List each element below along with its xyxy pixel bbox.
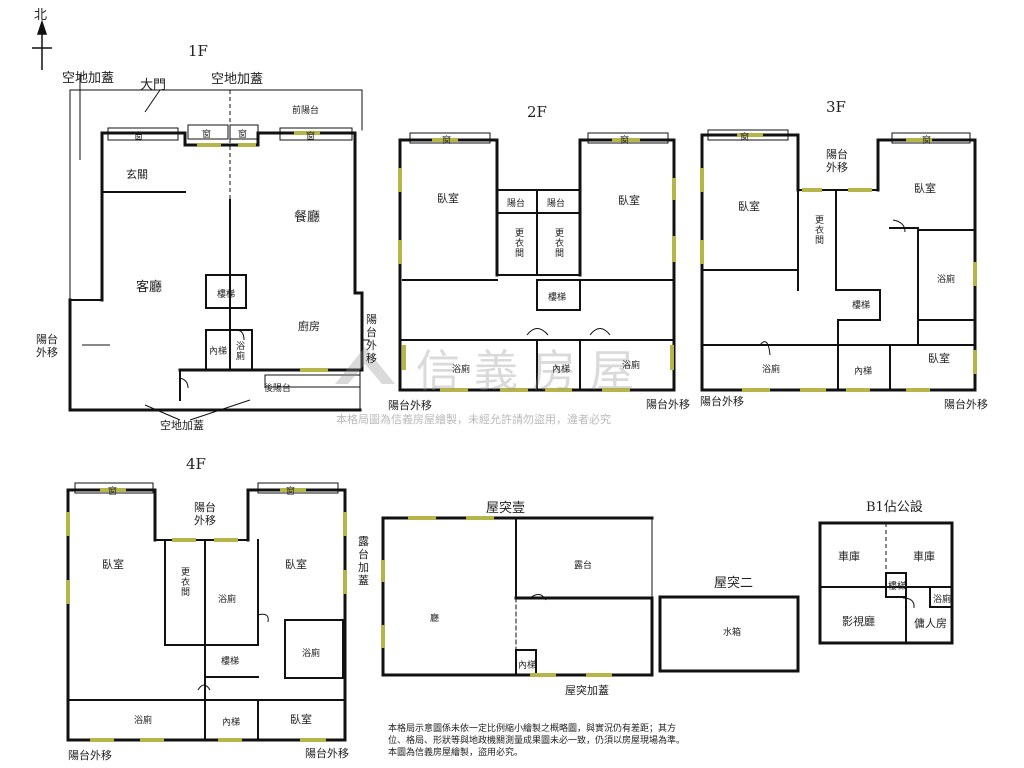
f3-bath-bottom: 浴廁 bbox=[762, 365, 781, 375]
f2-balcony-right: 陽台 bbox=[547, 199, 566, 209]
floor-title-1f: 1F bbox=[188, 42, 208, 60]
f4-balcony-moved-top: 陽台外移 bbox=[194, 501, 216, 527]
f3-bath-right: 浴廁 bbox=[937, 275, 956, 285]
f2-balcony-moved-left: 陽台外移 bbox=[388, 399, 432, 412]
f4-balcony-moved-left: 陽台外移 bbox=[68, 749, 112, 762]
f4-balcony-moved-right: 陽台外移 bbox=[305, 747, 349, 760]
f1-back-balcony: 後陽台 bbox=[264, 384, 292, 394]
roof1-terrace-added: 露台加蓋 bbox=[358, 535, 369, 587]
f2-bath-left: 浴廁 bbox=[452, 365, 471, 375]
roof1-terrace: 露台 bbox=[574, 561, 593, 571]
footnote-line-1: 本格局示意圖係未依一定比例縮小繪製之概略圖，與實況仍有差距；其方 bbox=[388, 724, 677, 734]
b1-garage-left: 車庫 bbox=[838, 550, 860, 563]
f1-porch: 前陽台 bbox=[292, 106, 320, 116]
balcony-boxes bbox=[74, 124, 971, 494]
f3-stairs: 樓梯 bbox=[852, 301, 871, 311]
footnote-line-2: 位、格局、形狀等與地政機關測量成果圖未必一致，仍須以房屋現場為準。 bbox=[388, 736, 686, 746]
floor-title-b1: B1佔公設 bbox=[866, 500, 923, 515]
f1-window-3: 窗 bbox=[238, 130, 248, 140]
f4-bath-bottom: 浴廁 bbox=[134, 716, 153, 726]
roof2-water-tank: 水箱 bbox=[723, 628, 742, 638]
f3-balcony-moved-left: 陽台外移 bbox=[700, 395, 744, 408]
f2-bedroom-right: 臥室 bbox=[618, 194, 640, 207]
f3-balcony-moved-right: 陽台外移 bbox=[944, 398, 988, 411]
f3-bedroom-top-right: 臥室 bbox=[914, 182, 936, 195]
roof1-hall: 廳 bbox=[430, 614, 440, 624]
f3-window-right: 窗 bbox=[922, 136, 932, 146]
f1-balcony-right: 陽台外移 bbox=[366, 313, 377, 365]
f4-window-left: 窗 bbox=[108, 487, 118, 497]
f4-stairs: 樓梯 bbox=[221, 657, 240, 667]
f4-bedroom-left: 臥室 bbox=[102, 558, 124, 571]
floor-title-4f: 4F bbox=[186, 455, 206, 473]
watermark-notice: 本格局圖為信義房屋繪製，未經允許請勿盜用，違者必究 bbox=[336, 413, 611, 426]
f4-bath-right: 浴廁 bbox=[302, 649, 321, 659]
f1-empty-top-mid: 空地加蓋 bbox=[211, 72, 264, 87]
f2-balcony-left: 陽台 bbox=[507, 199, 526, 209]
b1-garage-right: 車庫 bbox=[913, 550, 935, 563]
f2-window-left: 窗 bbox=[442, 136, 452, 146]
floor-title-roof2: 屋突二 bbox=[714, 576, 754, 591]
footnote-line-3: 本圖為信義房屋繪製，盜用必究。 bbox=[388, 748, 524, 758]
f4-bath-center: 浴廁 bbox=[218, 595, 237, 605]
f3-bedroom-left: 臥室 bbox=[738, 200, 760, 213]
f3-bedroom-bottom-right: 臥室 bbox=[928, 352, 950, 365]
floor-title-2f: 2F bbox=[527, 103, 547, 121]
f3-inner-stairs: 內梯 bbox=[854, 367, 873, 377]
f1-stairs: 樓梯 bbox=[217, 290, 236, 300]
compass-label: 北 bbox=[34, 8, 48, 23]
f2-window-right: 窗 bbox=[620, 136, 630, 146]
f1-inner-stairs: 內梯 bbox=[209, 347, 228, 357]
f3-window-left: 窗 bbox=[740, 133, 750, 143]
north-arrow-icon bbox=[32, 19, 52, 70]
b1-maid-room: 傭人房 bbox=[914, 617, 947, 630]
f1-empty-top-left: 空地加蓋 bbox=[62, 71, 115, 86]
floor-title-3f: 3F bbox=[826, 98, 846, 116]
f4-bedroom-right: 臥室 bbox=[285, 558, 307, 571]
f1-living: 客廳 bbox=[136, 280, 163, 295]
b1-bath: 浴廁 bbox=[933, 595, 952, 605]
roof1-added: 屋突加蓋 bbox=[565, 684, 609, 697]
roof1-inner-stairs: 內梯 bbox=[518, 661, 537, 671]
f4-window-right: 窗 bbox=[286, 487, 296, 497]
door-swings bbox=[179, 219, 915, 691]
walls bbox=[66, 89, 977, 742]
f3-closet: 更衣間 bbox=[813, 215, 823, 245]
watermark: 信義房屋 bbox=[330, 335, 700, 397]
f1-window-2: 窗 bbox=[202, 130, 212, 140]
b1-theater: 影視廳 bbox=[842, 615, 875, 628]
f2-inner-stairs: 內梯 bbox=[552, 365, 571, 375]
f1-bath: 浴廁 bbox=[234, 341, 244, 361]
brand-logo-icon bbox=[335, 347, 395, 384]
f2-balcony-moved-right: 陽台外移 bbox=[646, 398, 690, 411]
f1-dining: 餐廳 bbox=[294, 210, 321, 225]
watermark-brand: 信義房屋 bbox=[416, 346, 648, 397]
floor-title-roof1: 屋突壹 bbox=[486, 501, 526, 516]
f1-balcony-left: 陽台外移 bbox=[36, 333, 58, 359]
f4-inner-stairs: 內梯 bbox=[222, 718, 241, 728]
windows bbox=[66, 131, 977, 742]
f4-closet: 更衣間 bbox=[179, 567, 189, 597]
f2-bedroom-left: 臥室 bbox=[437, 192, 459, 205]
f2-closet-left: 更衣間 bbox=[513, 228, 523, 258]
f1-window-4: 窗 bbox=[306, 132, 316, 142]
f1-kitchen: 廚房 bbox=[298, 320, 320, 333]
f4-bedroom-bottom: 臥室 bbox=[290, 713, 312, 726]
f1-empty-bottom: 空地加蓋 bbox=[160, 419, 204, 432]
b1-stairs: 樓梯 bbox=[888, 582, 907, 592]
f1-window-1: 窗 bbox=[134, 132, 144, 142]
f1-foyer: 玄關 bbox=[126, 168, 148, 181]
f3-balcony-moved-top: 陽台外移 bbox=[826, 148, 848, 174]
f2-closet-right: 更衣間 bbox=[553, 228, 563, 258]
f2-stairs: 樓梯 bbox=[548, 293, 567, 303]
f2-bath-right: 浴廁 bbox=[622, 361, 641, 371]
guide-lines bbox=[79, 74, 887, 587]
f1-gate: 大門 bbox=[140, 78, 167, 93]
